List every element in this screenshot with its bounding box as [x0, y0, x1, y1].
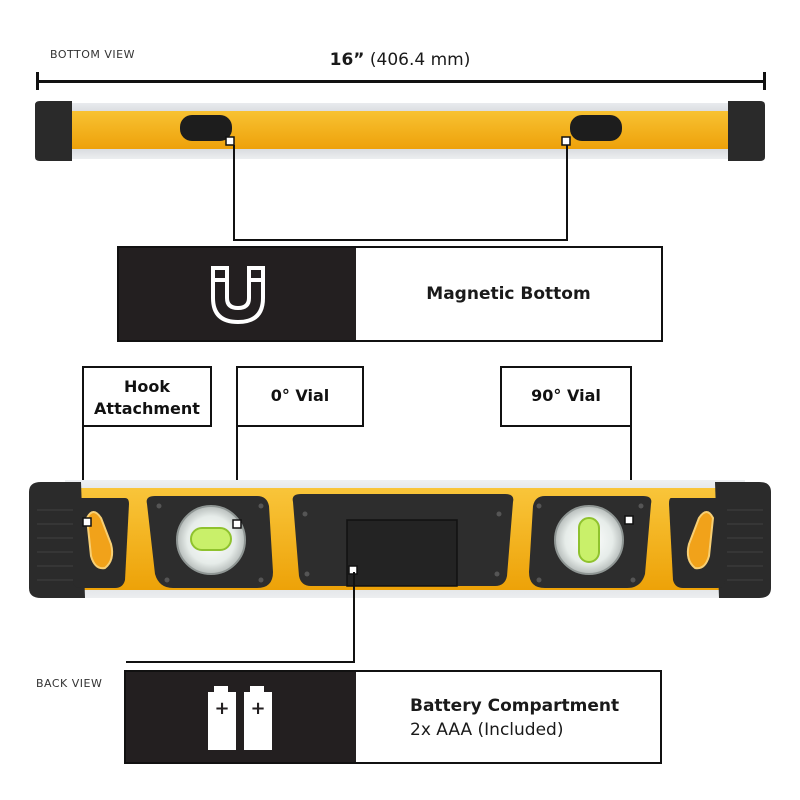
hook-label-line2: Attachment	[94, 399, 200, 418]
hook-callout-right	[210, 366, 212, 427]
vial90-callout-top	[500, 366, 632, 368]
magnet-connector-left	[233, 145, 235, 240]
battery-plus-2: +	[250, 698, 266, 719]
dimension-tick-right	[763, 72, 766, 90]
hook-callout-bottom	[82, 425, 212, 427]
battery-plus-1: +	[214, 698, 230, 719]
vial90-leader	[630, 426, 632, 521]
vial-0-label: 0° Vial	[270, 386, 330, 405]
vial0-callout-bottom	[236, 425, 364, 427]
vial90-callout-left	[500, 366, 502, 426]
hook-attachment-label: Hook Attachment	[84, 376, 210, 420]
battery-icon	[208, 686, 272, 750]
hook-label-line1: Hook	[123, 377, 170, 396]
magnet-connector-right	[566, 145, 568, 240]
dimension-line	[36, 80, 766, 83]
back-view-label: BACK VIEW	[36, 677, 103, 690]
length-dimension-label: 16” (406.4 mm)	[0, 50, 800, 70]
vial0-callout-right	[362, 366, 364, 426]
vial90-callout-bottom	[500, 425, 632, 427]
hook-callout-side	[82, 366, 84, 426]
length-mm: (406.4 mm)	[364, 50, 471, 70]
magnet-icon	[211, 266, 265, 325]
magnetic-bottom-box: Magnetic Bottom	[117, 246, 663, 342]
length-inches: 16”	[329, 50, 365, 70]
dimension-tick-left	[36, 72, 39, 90]
vial90-callout-right	[630, 366, 632, 426]
bottom-view-label: BOTTOM VIEW	[50, 48, 135, 61]
vial0-callout-left	[236, 366, 238, 426]
level-back-view	[29, 480, 771, 598]
magnet-icon-panel	[119, 248, 356, 340]
vial-90-label: 90° Vial	[531, 386, 601, 405]
level-bottom-view	[35, 101, 765, 161]
battery-leader-horizontal	[126, 661, 355, 663]
magnetic-bottom-title: Magnetic Bottom	[426, 284, 591, 304]
hook-callout-top	[82, 366, 212, 368]
battery-compartment-box: + + Battery Compartment 2x AAA (Included…	[124, 670, 662, 764]
vial0-callout-top	[236, 366, 364, 368]
vial0-leader	[236, 426, 238, 521]
battery-leader-vertical	[353, 572, 355, 662]
battery-icon-panel: + +	[126, 672, 356, 762]
hook-leader	[82, 426, 84, 516]
magnet-connector-bottom	[233, 239, 568, 241]
battery-subtitle: 2x AAA (Included)	[410, 720, 564, 740]
battery-title: Battery Compartment	[410, 696, 620, 716]
